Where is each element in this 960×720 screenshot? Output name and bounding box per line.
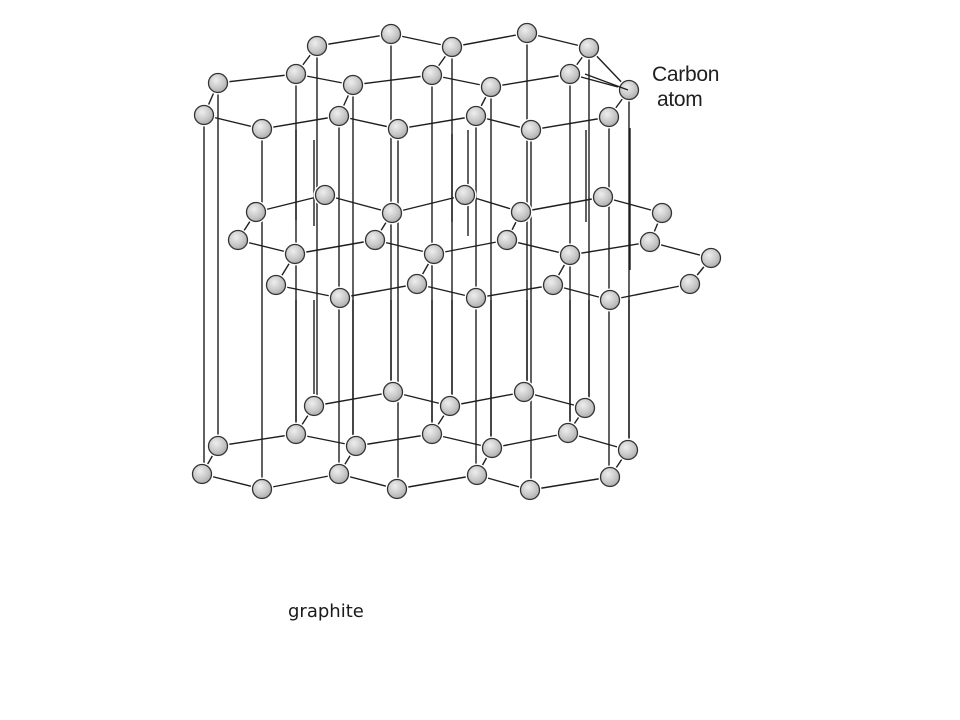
- carbon-atom: [421, 423, 443, 445]
- carbon-bond: [529, 476, 611, 491]
- carbon-atom: [386, 478, 408, 500]
- carbon-atom: [364, 229, 386, 251]
- carbon-bond: [451, 32, 528, 48]
- carbon-atom: [592, 186, 614, 208]
- carbon-bond: [217, 433, 297, 447]
- carbon-atom: [207, 435, 229, 457]
- layer-top: [192, 21, 641, 142]
- carbon-bond: [569, 241, 651, 256]
- carbon-atom: [578, 37, 600, 59]
- carbon-atom: [387, 118, 409, 140]
- carbon-atom: [329, 287, 351, 309]
- carbon-atom: [542, 274, 564, 296]
- carbon-bond: [391, 194, 466, 214]
- carbon-atom: [651, 202, 673, 224]
- carbon-bond: [530, 116, 610, 131]
- carbon-atom-label-line1: Carbon: [652, 63, 720, 86]
- carbon-atom: [639, 231, 661, 253]
- carbon-atom: [251, 118, 273, 140]
- carbon-atom: [599, 466, 621, 488]
- carbon-atom: [441, 36, 463, 58]
- carbon-bond: [261, 473, 340, 490]
- carbon-atom: [328, 105, 350, 127]
- carbon-atom: [465, 105, 487, 127]
- carbon-bond: [520, 196, 604, 213]
- carbon-atom: [285, 423, 307, 445]
- carbon-bond: [433, 239, 508, 255]
- carbon-atom: [381, 202, 403, 224]
- carbon-atom: [679, 273, 701, 295]
- carbon-atom: [465, 287, 487, 309]
- carbon-bond: [491, 432, 569, 449]
- layer-middle: [226, 183, 723, 438]
- carbon-bond: [490, 73, 571, 88]
- carbon-atom: [265, 274, 287, 296]
- carbon-atom: [382, 381, 404, 403]
- carbon-atom: [480, 76, 502, 98]
- carbon-atom: [574, 397, 596, 419]
- carbon-bond: [396, 474, 478, 490]
- carbon-atom: [519, 479, 541, 501]
- carbon-atom: [191, 463, 213, 485]
- carbon-atom: [314, 184, 336, 206]
- carbon-atom: [251, 478, 273, 500]
- carbon-bond: [609, 283, 691, 301]
- carbon-bond: [255, 194, 326, 213]
- carbon-atom: [421, 64, 443, 86]
- carbon-bond: [449, 391, 525, 407]
- carbon-bond: [355, 433, 433, 447]
- carbon-atom: [245, 201, 267, 223]
- carbon-bond: [294, 239, 376, 255]
- carbon-atom: [380, 23, 402, 45]
- layer-bottom: [190, 380, 640, 502]
- carbon-atom: [328, 463, 350, 485]
- carbon-bond: [261, 115, 340, 130]
- carbon-atom: [306, 35, 328, 57]
- carbon-atom-label-line2: atom: [657, 88, 703, 111]
- carbon-bond: [475, 284, 554, 299]
- carbon-atom: [454, 184, 476, 206]
- carbon-atom: [513, 381, 535, 403]
- carbon-atom: [516, 22, 538, 44]
- figure-caption: graphite: [288, 601, 364, 622]
- carbon-bond: [324, 194, 393, 214]
- carbon-atom: [559, 244, 581, 266]
- carbon-atom: [559, 63, 581, 85]
- carbon-atom: [207, 72, 229, 94]
- carbon-atom: [598, 106, 620, 128]
- carbon-atom: [618, 79, 640, 101]
- carbon-bond: [397, 115, 477, 130]
- carbon-bond: [339, 283, 418, 299]
- carbon-atom-label: Carbon atom: [652, 62, 719, 112]
- carbon-atom: [303, 395, 325, 417]
- carbon-atom: [599, 289, 621, 311]
- carbon-atom: [342, 74, 364, 96]
- carbon-bond: [217, 73, 297, 84]
- carbon-atom: [496, 229, 518, 251]
- carbon-atom: [345, 435, 367, 457]
- carbon-atom: [406, 273, 428, 295]
- carbon-atom: [700, 247, 722, 269]
- carbon-atom: [423, 243, 445, 265]
- carbon-atom: [466, 464, 488, 486]
- carbon-atom: [481, 437, 503, 459]
- carbon-atom: [439, 395, 461, 417]
- carbon-atom: [520, 119, 542, 141]
- carbon-atom: [193, 104, 215, 126]
- carbon-atom: [617, 439, 639, 461]
- atom-pointer-line: [584, 73, 629, 91]
- carbon-atom: [285, 63, 307, 85]
- carbon-atom: [284, 243, 306, 265]
- carbon-atom: [510, 201, 532, 223]
- carbon-atom: [557, 422, 579, 444]
- carbon-atom: [227, 229, 249, 251]
- carbon-bond: [352, 74, 433, 86]
- carbon-bond: [316, 33, 392, 47]
